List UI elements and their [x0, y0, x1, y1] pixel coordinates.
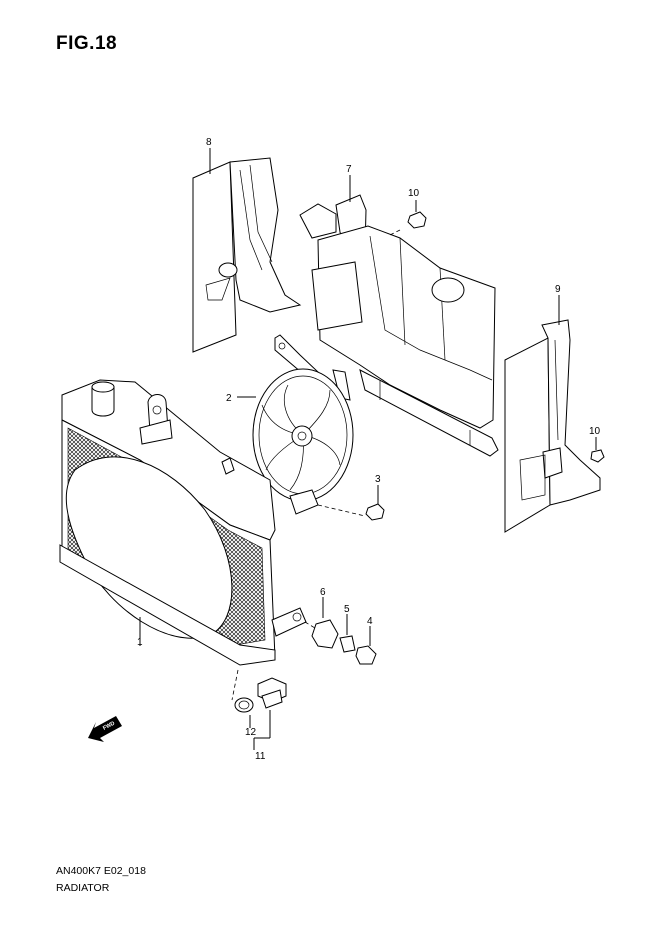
callout-2: 2	[226, 393, 232, 404]
callout-6: 6	[320, 587, 326, 598]
callout-5: 5	[344, 604, 350, 615]
forward-direction-arrow-icon: FWD	[88, 716, 122, 742]
assembly-name: RADIATOR	[56, 882, 110, 894]
callout-11: 11	[255, 751, 266, 762]
callout-4: 4	[367, 616, 373, 627]
callout-3: 3	[375, 474, 381, 485]
collar-5	[339, 614, 356, 653]
callout-10-lower: 10	[589, 426, 601, 437]
side-cover-left	[192, 157, 302, 353]
diagram-code: AN400K7 E02_018	[56, 865, 146, 877]
bolt-10-lower	[590, 437, 605, 463]
drain-plug-assembly	[231, 669, 287, 750]
radiator-shroud	[299, 194, 499, 457]
cooling-fan	[252, 334, 354, 515]
radiator-core	[59, 379, 307, 666]
callout-7: 7	[346, 164, 352, 175]
bolt-10-upper	[387, 200, 427, 237]
figure-title: FIG.18	[56, 33, 118, 54]
callout-8: 8	[206, 137, 212, 148]
grommet-6	[311, 597, 339, 649]
callout-9: 9	[555, 284, 561, 295]
callout-1: 1	[137, 637, 143, 648]
direction-badge-label: FWD	[102, 721, 116, 732]
side-cover-right	[504, 319, 601, 533]
callout-10-upper: 10	[408, 188, 420, 199]
bolt-4	[304, 621, 377, 665]
callout-12: 12	[245, 727, 257, 738]
fan-bolt	[317, 485, 385, 521]
